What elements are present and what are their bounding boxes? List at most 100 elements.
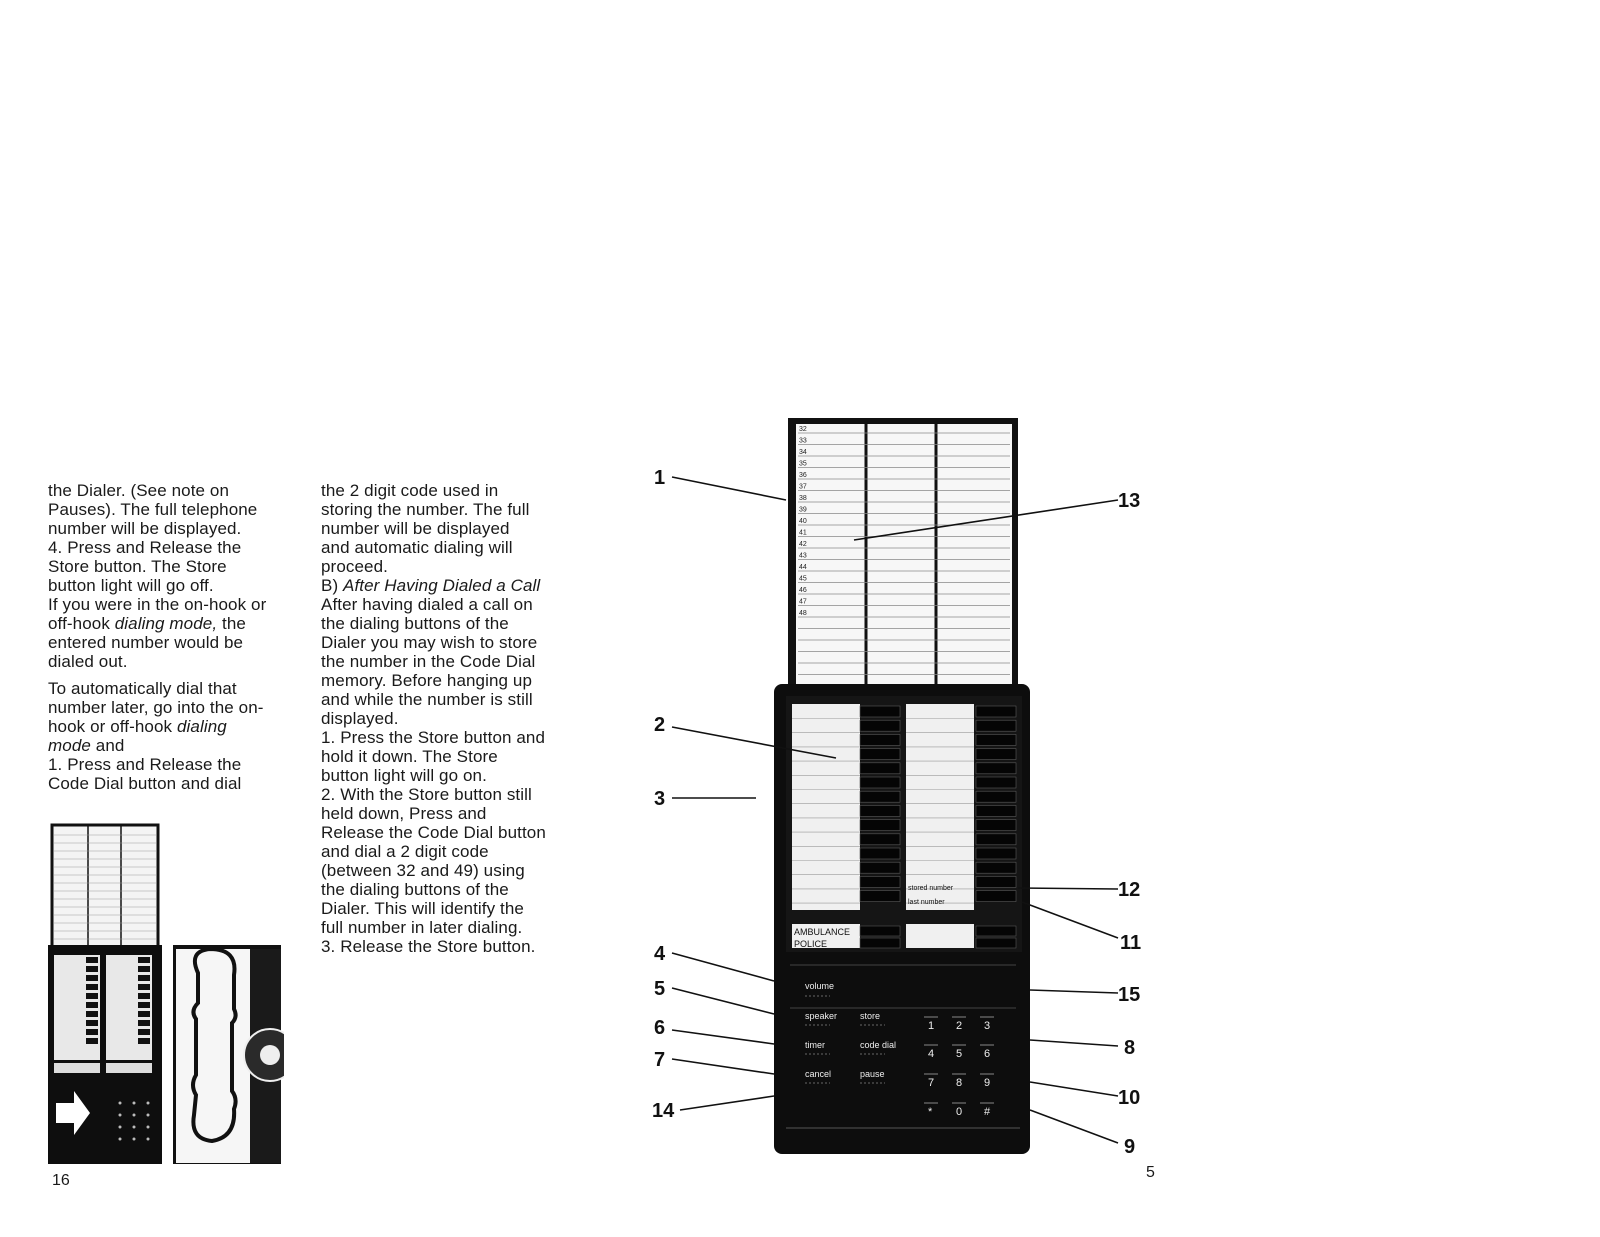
memory-button xyxy=(859,805,901,817)
memory-button xyxy=(975,876,1017,888)
keypad-key: 4 xyxy=(928,1048,934,1060)
text-line: (between 32 and 49) using xyxy=(321,861,525,880)
text-line: Pauses). The full telephone xyxy=(48,500,258,519)
directory-code: 44 xyxy=(799,564,807,571)
text-line: full number in later dialing. xyxy=(321,918,523,937)
text-line: button light will go on. xyxy=(321,766,487,785)
timer-label: timer xyxy=(805,1040,825,1050)
text-line: button light will go off. xyxy=(48,576,214,595)
police-label: POLICE xyxy=(794,939,827,949)
text-line: Dialer you may wish to store xyxy=(321,633,538,652)
keypad-key: 1 xyxy=(928,1020,934,1032)
text-line: 1. Press the Store button and xyxy=(321,728,546,747)
keypad-key: 0 xyxy=(956,1106,962,1118)
callout-leaders xyxy=(671,476,1119,1144)
keypad-key: 7 xyxy=(928,1077,934,1089)
code-dial-label: code dial xyxy=(860,1040,896,1050)
callout-number: 12 xyxy=(1118,879,1140,901)
callout-number: 8 xyxy=(1124,1037,1135,1059)
directory-code: 46 xyxy=(799,587,807,594)
directory-code: 45 xyxy=(799,576,807,583)
memory-button xyxy=(975,833,1017,846)
directory-code: 43 xyxy=(799,553,807,560)
keypad-key: * xyxy=(928,1106,933,1118)
memory-button xyxy=(975,790,1017,803)
speaker-label: speaker xyxy=(805,1011,837,1021)
text-line: the number in the Code Dial xyxy=(321,652,536,671)
directory-code: 42 xyxy=(799,541,807,548)
text-line: After having dialed a call on xyxy=(321,595,533,614)
memory-button xyxy=(859,819,901,831)
text-line: Store button. The Store xyxy=(48,557,227,576)
directory-code: 35 xyxy=(799,461,807,468)
directory-code: 41 xyxy=(799,530,807,537)
stored-number-label: stored number xyxy=(908,885,954,892)
dialer-body: AMBULANCE POLICE stored number last numb… xyxy=(774,684,1030,1154)
left-text-column: the Dialer. (See note on Pauses). The fu… xyxy=(48,481,298,793)
text-line: number later, go into the on- xyxy=(48,698,264,717)
page-number-right: 5 xyxy=(1146,1164,1155,1181)
directory-code: 48 xyxy=(799,610,807,617)
memory-button xyxy=(975,734,1017,746)
memory-button xyxy=(859,776,901,789)
memory-button xyxy=(975,776,1017,789)
memory-button xyxy=(859,719,901,732)
directory-code: 37 xyxy=(799,484,807,491)
text-line: Dialer. This will identify the xyxy=(321,899,524,918)
text-line: B) After Having Dialed a Call xyxy=(321,576,541,595)
dialer-thumbnail-illustration xyxy=(48,823,284,1164)
keypad-key: 6 xyxy=(984,1048,990,1060)
memory-button xyxy=(975,762,1017,775)
text-line: the Dialer. (See note on xyxy=(48,481,230,500)
memory-button xyxy=(975,705,1017,718)
text-line: the dialing buttons of the xyxy=(321,614,509,633)
memory-button xyxy=(975,861,1017,874)
memory-button xyxy=(975,890,1017,902)
last-number-label: last number xyxy=(908,899,945,906)
memory-button xyxy=(859,833,901,846)
directory-code: 40 xyxy=(799,518,807,525)
callout-number: 1 xyxy=(654,467,665,489)
text-line: 1. Press and Release the xyxy=(48,755,242,774)
memory-button xyxy=(859,762,901,775)
memory-button xyxy=(975,719,1017,732)
memory-button xyxy=(859,861,901,874)
directory-code: 34 xyxy=(799,449,807,456)
callout-number: 11 xyxy=(1120,932,1141,954)
text-line: Release the Code Dial button xyxy=(321,823,546,842)
text-line: the dialing buttons of the xyxy=(321,880,509,899)
text-line: number will be displayed. xyxy=(48,519,242,538)
text-line: displayed. xyxy=(321,709,399,728)
callout-number: 13 xyxy=(1118,490,1140,512)
text-line: 2. With the Store button still xyxy=(321,785,532,804)
middle-text-column: the 2 digit code used in storing the num… xyxy=(321,481,581,956)
text-line: proceed. xyxy=(321,557,388,576)
text-line: dialed out. xyxy=(48,652,128,671)
text-line: Code Dial button and dial xyxy=(48,774,242,793)
keypad-key: 3 xyxy=(984,1020,990,1032)
text-line: storing the number. The full xyxy=(321,500,530,519)
memory-button xyxy=(859,734,901,746)
callout-number: 4 xyxy=(654,943,666,965)
memory-button xyxy=(859,705,901,718)
memory-button xyxy=(975,748,1017,760)
text-line: and automatic dialing will xyxy=(321,538,513,557)
keypad-key: 8 xyxy=(956,1077,962,1089)
ambulance-label: AMBULANCE xyxy=(794,927,850,937)
memory-button xyxy=(859,890,901,902)
store-label: store xyxy=(860,1011,880,1021)
text-line: and while the number is still xyxy=(321,690,533,709)
keypad-key: 5 xyxy=(956,1048,962,1060)
directory-code: 47 xyxy=(799,599,807,606)
callout-number: 14 xyxy=(652,1100,675,1122)
directory-code: 38 xyxy=(799,495,807,502)
text-line: 3. Release the Store button. xyxy=(321,937,536,956)
callout-number: 6 xyxy=(654,1017,665,1039)
directory-code: 39 xyxy=(799,507,807,514)
text-line: To automatically dial that xyxy=(48,679,237,698)
text-line: and dial a 2 digit code xyxy=(321,842,489,861)
memory-button xyxy=(975,819,1017,831)
cancel-label: cancel xyxy=(805,1069,831,1079)
pause-label: pause xyxy=(860,1069,885,1079)
